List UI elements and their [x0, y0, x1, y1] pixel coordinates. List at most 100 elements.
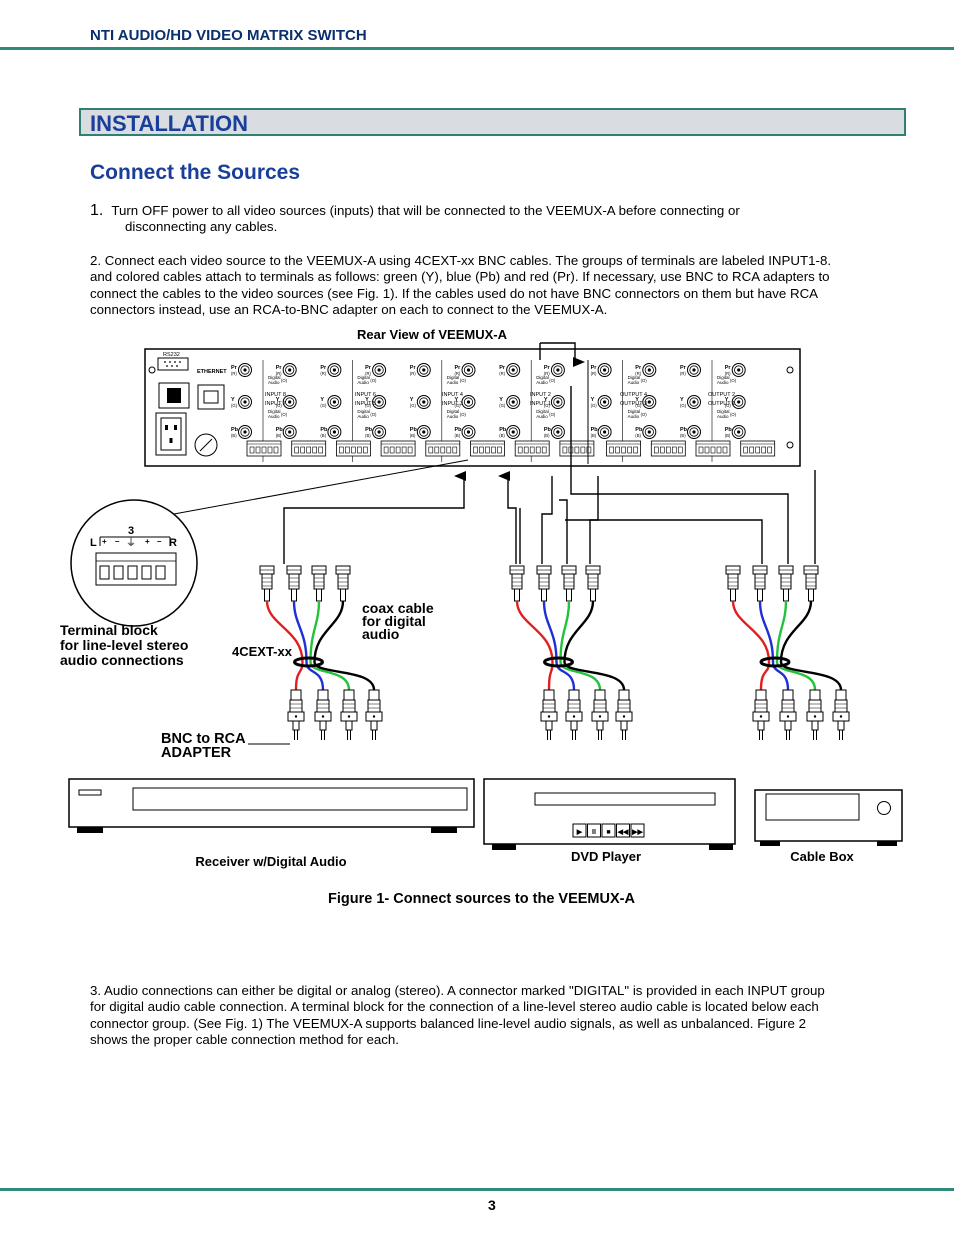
jack-sublabel: (R): [544, 371, 550, 376]
bnc-connector: [585, 565, 601, 602]
cable-bundle: [759, 656, 791, 668]
chassis-screw: [786, 441, 794, 449]
bnc-jack: [687, 363, 701, 377]
bottom-rule: [0, 1188, 954, 1191]
jack-label: Y: [499, 397, 503, 403]
terminal-minus-label: –: [157, 537, 162, 546]
terminal-block-label: Terminal block for line-level stereo aud…: [60, 622, 192, 668]
digital-audio-label: Audio: [717, 414, 729, 419]
rca-adapter: [806, 689, 824, 741]
rs232-port: [157, 357, 189, 371]
bnc-jack: [687, 425, 701, 439]
jack-label: Y: [231, 397, 235, 403]
cable-bundle: [543, 656, 574, 668]
page-number: 3: [488, 1197, 496, 1213]
bnc-jack: [642, 363, 657, 377]
jack-sublabel: (G): [725, 403, 732, 408]
cable-wire: [313, 600, 345, 663]
dvd-button-icon: ▶: [576, 829, 583, 836]
step-1-line-2: disconnecting any cables.: [125, 219, 278, 235]
jack-sublabel: (R): [591, 371, 597, 376]
bnc-jack: [731, 363, 746, 377]
figure-caption: Figure 1- Connect sources to the VEEMUX-…: [328, 891, 635, 907]
cable-box-label: Cable Box: [790, 849, 854, 864]
bnc-connector: [752, 565, 768, 602]
digital-audio-label: Digital: [268, 375, 281, 380]
jack-label: Y: [276, 397, 280, 403]
jack-label: Y: [591, 397, 595, 403]
digital-audio-label: Digital: [536, 409, 549, 414]
connector-panel: Pr(R)Y(G)Pb(B)DigitalAudio(O)DigitalAudi…: [231, 360, 776, 462]
digital-audio-label: Digital: [447, 409, 460, 414]
jack-label: Pr: [320, 365, 327, 371]
cable-4cext-label: 4CEXT-xx: [232, 644, 293, 659]
bnc-jack: [372, 363, 387, 377]
jack-label: Pb: [725, 427, 733, 433]
digital-audio-label: Audio: [536, 414, 548, 419]
jack-sublabel: (R): [725, 371, 731, 376]
cable-wire: [775, 600, 788, 663]
jack-sublabel: (B): [410, 433, 416, 438]
cable-wire: [292, 600, 308, 663]
jack-sublabel: (B): [276, 433, 282, 438]
bnc-connector: [778, 565, 794, 602]
bnc-jack: [461, 425, 476, 439]
section-title: INSTALLATION: [90, 111, 249, 136]
jack-sublabel: (B): [320, 433, 326, 438]
figure-1-diagram: Rear View of VEEMUX-A RS232 ETHERNET Pr(…: [60, 327, 903, 869]
top-rule: [0, 47, 954, 50]
input-group-label: INPUT 4: [442, 392, 463, 398]
jack-label: Pb: [276, 427, 284, 433]
subsection-title: Connect the Sources: [90, 161, 301, 184]
digital-audio-label: Digital: [447, 375, 460, 380]
terminal-l-label: L: [90, 537, 97, 549]
jack-sublabel: (G): [544, 403, 551, 408]
jack-sublabel: (R): [231, 371, 237, 376]
input-group-label: INPUT 2: [530, 392, 551, 398]
cable-wire: [779, 600, 813, 663]
audio-terminal-block: [291, 440, 327, 457]
rca-adapter: [615, 689, 633, 741]
jack-label: Y: [680, 397, 684, 403]
digital-audio-label: Digital: [536, 375, 549, 380]
digital-audio-label: Audio: [268, 414, 280, 419]
cable-wire: [758, 600, 775, 663]
step-2-line: connect the cables to the video sources …: [90, 285, 819, 301]
input-group-label: INPUT 7: [265, 401, 286, 407]
bnc-jack: [238, 363, 252, 377]
jack-sublabel: (B): [591, 433, 597, 438]
step-3-paragraph: 3. Audio connections can either be digit…: [90, 983, 905, 1048]
jack-sublabel: (B): [499, 433, 505, 438]
rca-adapter: [565, 689, 583, 741]
jack-sublabel: (R): [635, 371, 641, 376]
output-group-label: OUTPUT 3: [620, 401, 647, 407]
rca-adapter: [540, 689, 558, 741]
bnc-jack: [506, 395, 521, 409]
jack-label: Pr: [231, 365, 238, 371]
cable-assembly: [725, 565, 850, 741]
bnc-jack: [282, 425, 297, 439]
bnc-jack: [461, 363, 476, 377]
bnc-connector: [509, 565, 525, 602]
audio-terminal-block: [335, 440, 371, 457]
cable-wire: [309, 600, 321, 663]
bnc-jack: [327, 395, 342, 409]
cable-wire: [559, 600, 571, 663]
bnc-connector: [725, 565, 741, 602]
jack-sublabel: (R): [455, 371, 461, 376]
jack-sublabel: (O): [281, 378, 288, 383]
chassis-screw: [148, 366, 156, 374]
jack-sublabel: (B): [680, 433, 686, 438]
bnc-jack: [282, 363, 297, 377]
jack-label: Pr: [276, 365, 283, 371]
cable-wire: [563, 600, 595, 663]
bnc-jack: [238, 395, 252, 409]
jack-sublabel: (G): [680, 403, 687, 408]
jack-label: Pr: [499, 365, 506, 371]
jack-sublabel: (O): [281, 412, 288, 417]
digital-audio-label: Digital: [268, 409, 281, 414]
input-group-label: INPUT 8: [265, 392, 286, 398]
dvd-button: [630, 823, 645, 838]
bnc-jack: [642, 425, 657, 439]
output-group-label: OUTPUT 1: [708, 401, 735, 407]
